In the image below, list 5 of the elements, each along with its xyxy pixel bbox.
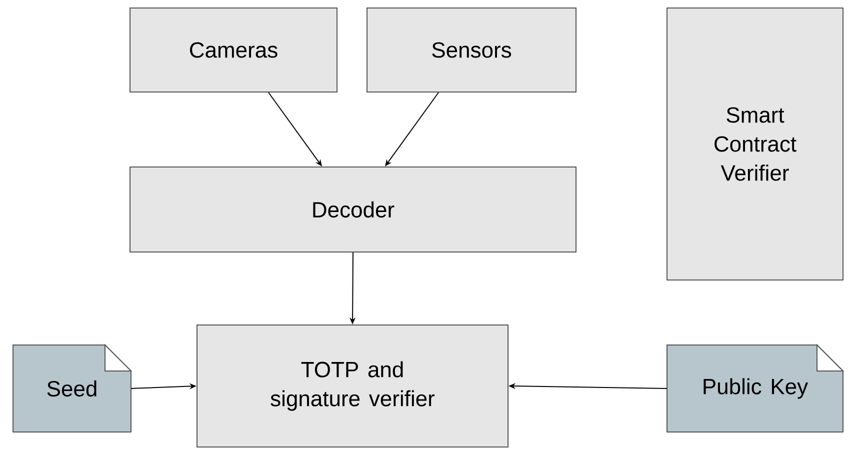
process-box: Cameras (130, 8, 338, 92)
process-box: TOTP and signature verifier (196, 324, 508, 448)
process-box: Sensors (366, 8, 576, 92)
process-box: Decoder (130, 166, 576, 252)
process-box: Smart Contract Verifier (666, 8, 844, 280)
